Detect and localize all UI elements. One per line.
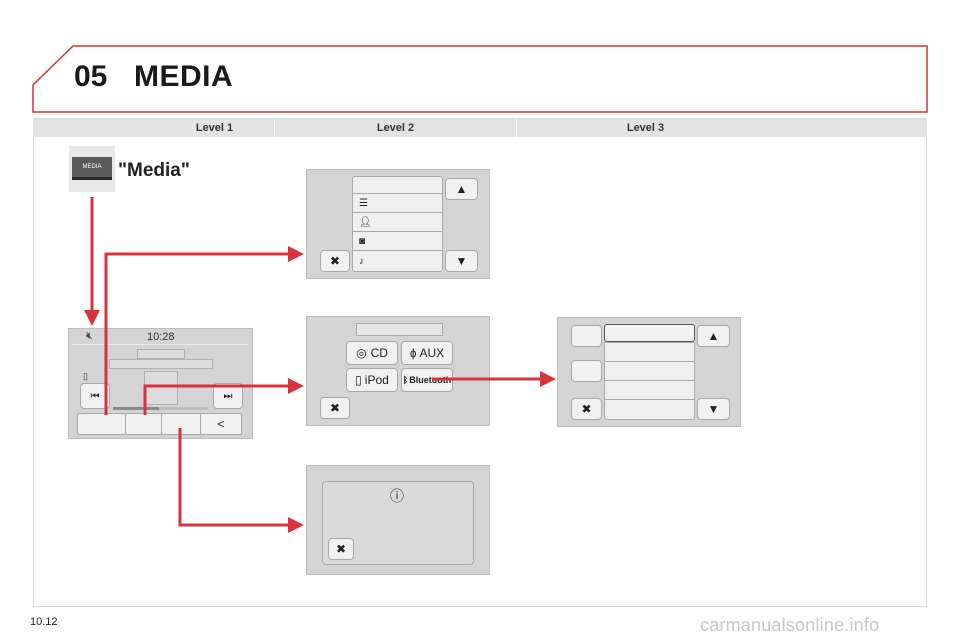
- list-row[interactable]: ◙: [352, 231, 443, 251]
- device-row[interactable]: [604, 399, 695, 420]
- aux-plug-icon: ɸ: [409, 346, 417, 360]
- scroll-up-button[interactable]: ▲: [445, 178, 478, 200]
- close-icon: ✖: [329, 254, 341, 268]
- guitar-icon: ♪: [359, 255, 364, 267]
- bluetooth-label: Bluetooth: [409, 375, 452, 385]
- skip-next-icon: ⏭︎: [223, 390, 233, 402]
- page-number: 10.12: [30, 616, 58, 628]
- close-button[interactable]: ✖: [571, 398, 602, 420]
- list-icon: ☰: [359, 197, 368, 209]
- level-divider: [516, 119, 517, 137]
- aux-label: AUX: [419, 346, 445, 360]
- list-row[interactable]: 👤︎: [352, 212, 443, 232]
- person-icon: 👤︎: [359, 216, 372, 228]
- up-arrow-icon: ▲: [707, 329, 720, 343]
- clock: 10:28: [147, 331, 175, 343]
- device-row[interactable]: [604, 361, 695, 381]
- device-row[interactable]: [604, 380, 695, 400]
- track-info-field: [137, 349, 185, 359]
- previous-track-button[interactable]: ⏮︎: [80, 383, 110, 409]
- disc-icon: ◙: [359, 235, 366, 247]
- ipod-label: iPod: [364, 373, 389, 387]
- close-icon: ✖: [581, 402, 592, 416]
- ipod-icon: ▯: [355, 373, 362, 387]
- mute-icon[interactable]: 🔇︎: [86, 330, 93, 342]
- progress-fill: [113, 407, 159, 410]
- chapter-number: 05: [74, 60, 108, 93]
- chevron-left-icon: <: [217, 417, 225, 431]
- bluetooth-icon: ᛒ: [402, 375, 409, 385]
- cd-source-button[interactable]: ◎CD: [346, 341, 398, 365]
- media-caption: "Media": [118, 160, 190, 181]
- close-button[interactable]: ✖: [320, 250, 350, 272]
- scroll-down-button[interactable]: ▼: [697, 398, 730, 420]
- album-art: [144, 371, 178, 405]
- close-icon: ✖: [329, 401, 341, 415]
- up-arrow-icon: ▲: [455, 182, 468, 196]
- device-row[interactable]: [604, 342, 695, 362]
- side-button[interactable]: [571, 360, 602, 382]
- level-2-heading: Level 2: [376, 122, 415, 134]
- ipod-source-button[interactable]: ▯iPod: [346, 368, 398, 392]
- down-arrow-icon: ▼: [455, 254, 468, 268]
- close-icon: ✖: [335, 542, 347, 556]
- list-row[interactable]: ♪: [352, 250, 443, 272]
- watermark: carmanualsonline.info: [700, 615, 880, 635]
- level-bar: [33, 119, 927, 137]
- source-title-field: [356, 323, 443, 336]
- side-button[interactable]: [571, 325, 602, 347]
- scroll-up-button[interactable]: ▲: [697, 325, 730, 347]
- next-track-button[interactable]: ⏭︎: [213, 383, 243, 409]
- info-icon: ⓘ: [390, 488, 404, 504]
- close-button[interactable]: ✖: [320, 397, 350, 419]
- chapter-title: MEDIA: [134, 60, 234, 93]
- device-row-selected[interactable]: [604, 324, 695, 342]
- bottom-tab-2[interactable]: [125, 413, 162, 435]
- usb-source-icon: ▯: [83, 371, 88, 381]
- skip-previous-icon: ⏮︎: [90, 390, 100, 402]
- scroll-down-button[interactable]: ▼: [445, 250, 478, 272]
- level-1-heading: Level 1: [195, 122, 234, 134]
- content-frame: [33, 118, 927, 607]
- level-divider: [274, 119, 275, 137]
- cd-label: CD: [370, 346, 388, 360]
- down-arrow-icon: ▼: [707, 402, 720, 416]
- close-button[interactable]: ✖: [328, 538, 354, 560]
- list-row[interactable]: [352, 176, 443, 194]
- media-key-label: MEDIA: [72, 157, 112, 180]
- back-button[interactable]: <: [200, 413, 242, 435]
- list-row[interactable]: ☰: [352, 193, 443, 213]
- disc-icon: ◎: [356, 346, 367, 360]
- bottom-tab-3[interactable]: [161, 413, 201, 435]
- level-3-heading: Level 3: [626, 122, 665, 134]
- status-divider: [72, 344, 248, 345]
- track-info-field: [109, 359, 213, 369]
- bottom-tab-1[interactable]: [77, 413, 126, 435]
